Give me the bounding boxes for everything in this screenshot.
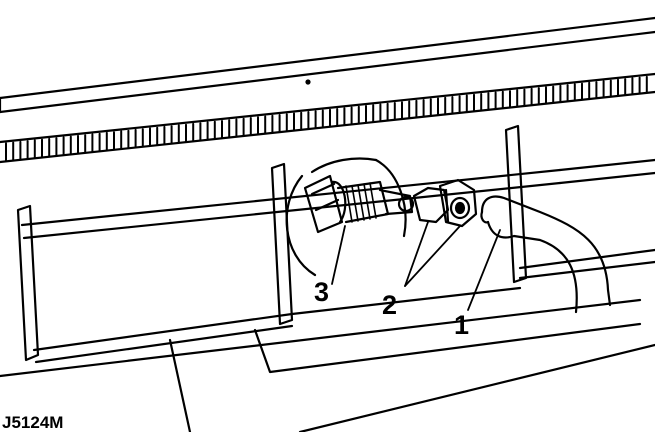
body-opening (285, 157, 407, 277)
leader-lines (331, 221, 501, 311)
callout-2: 2 (382, 290, 397, 320)
fitting-body (303, 174, 415, 234)
figure-reference: J5124M (2, 413, 63, 432)
leader-2b (404, 225, 461, 287)
leader-3 (331, 225, 346, 285)
callout-3: 3 (314, 277, 329, 307)
upper-sill (0, 16, 655, 114)
callout-1: 1 (454, 310, 469, 340)
grille-slats (0, 72, 655, 164)
brake-pipe (480, 195, 612, 314)
hex-nut (412, 178, 478, 228)
leader-2a (404, 221, 429, 287)
lower-body-edge (0, 286, 655, 434)
leader-1 (467, 229, 501, 311)
cross-rail (20, 158, 655, 280)
vertical-brackets (16, 124, 528, 362)
